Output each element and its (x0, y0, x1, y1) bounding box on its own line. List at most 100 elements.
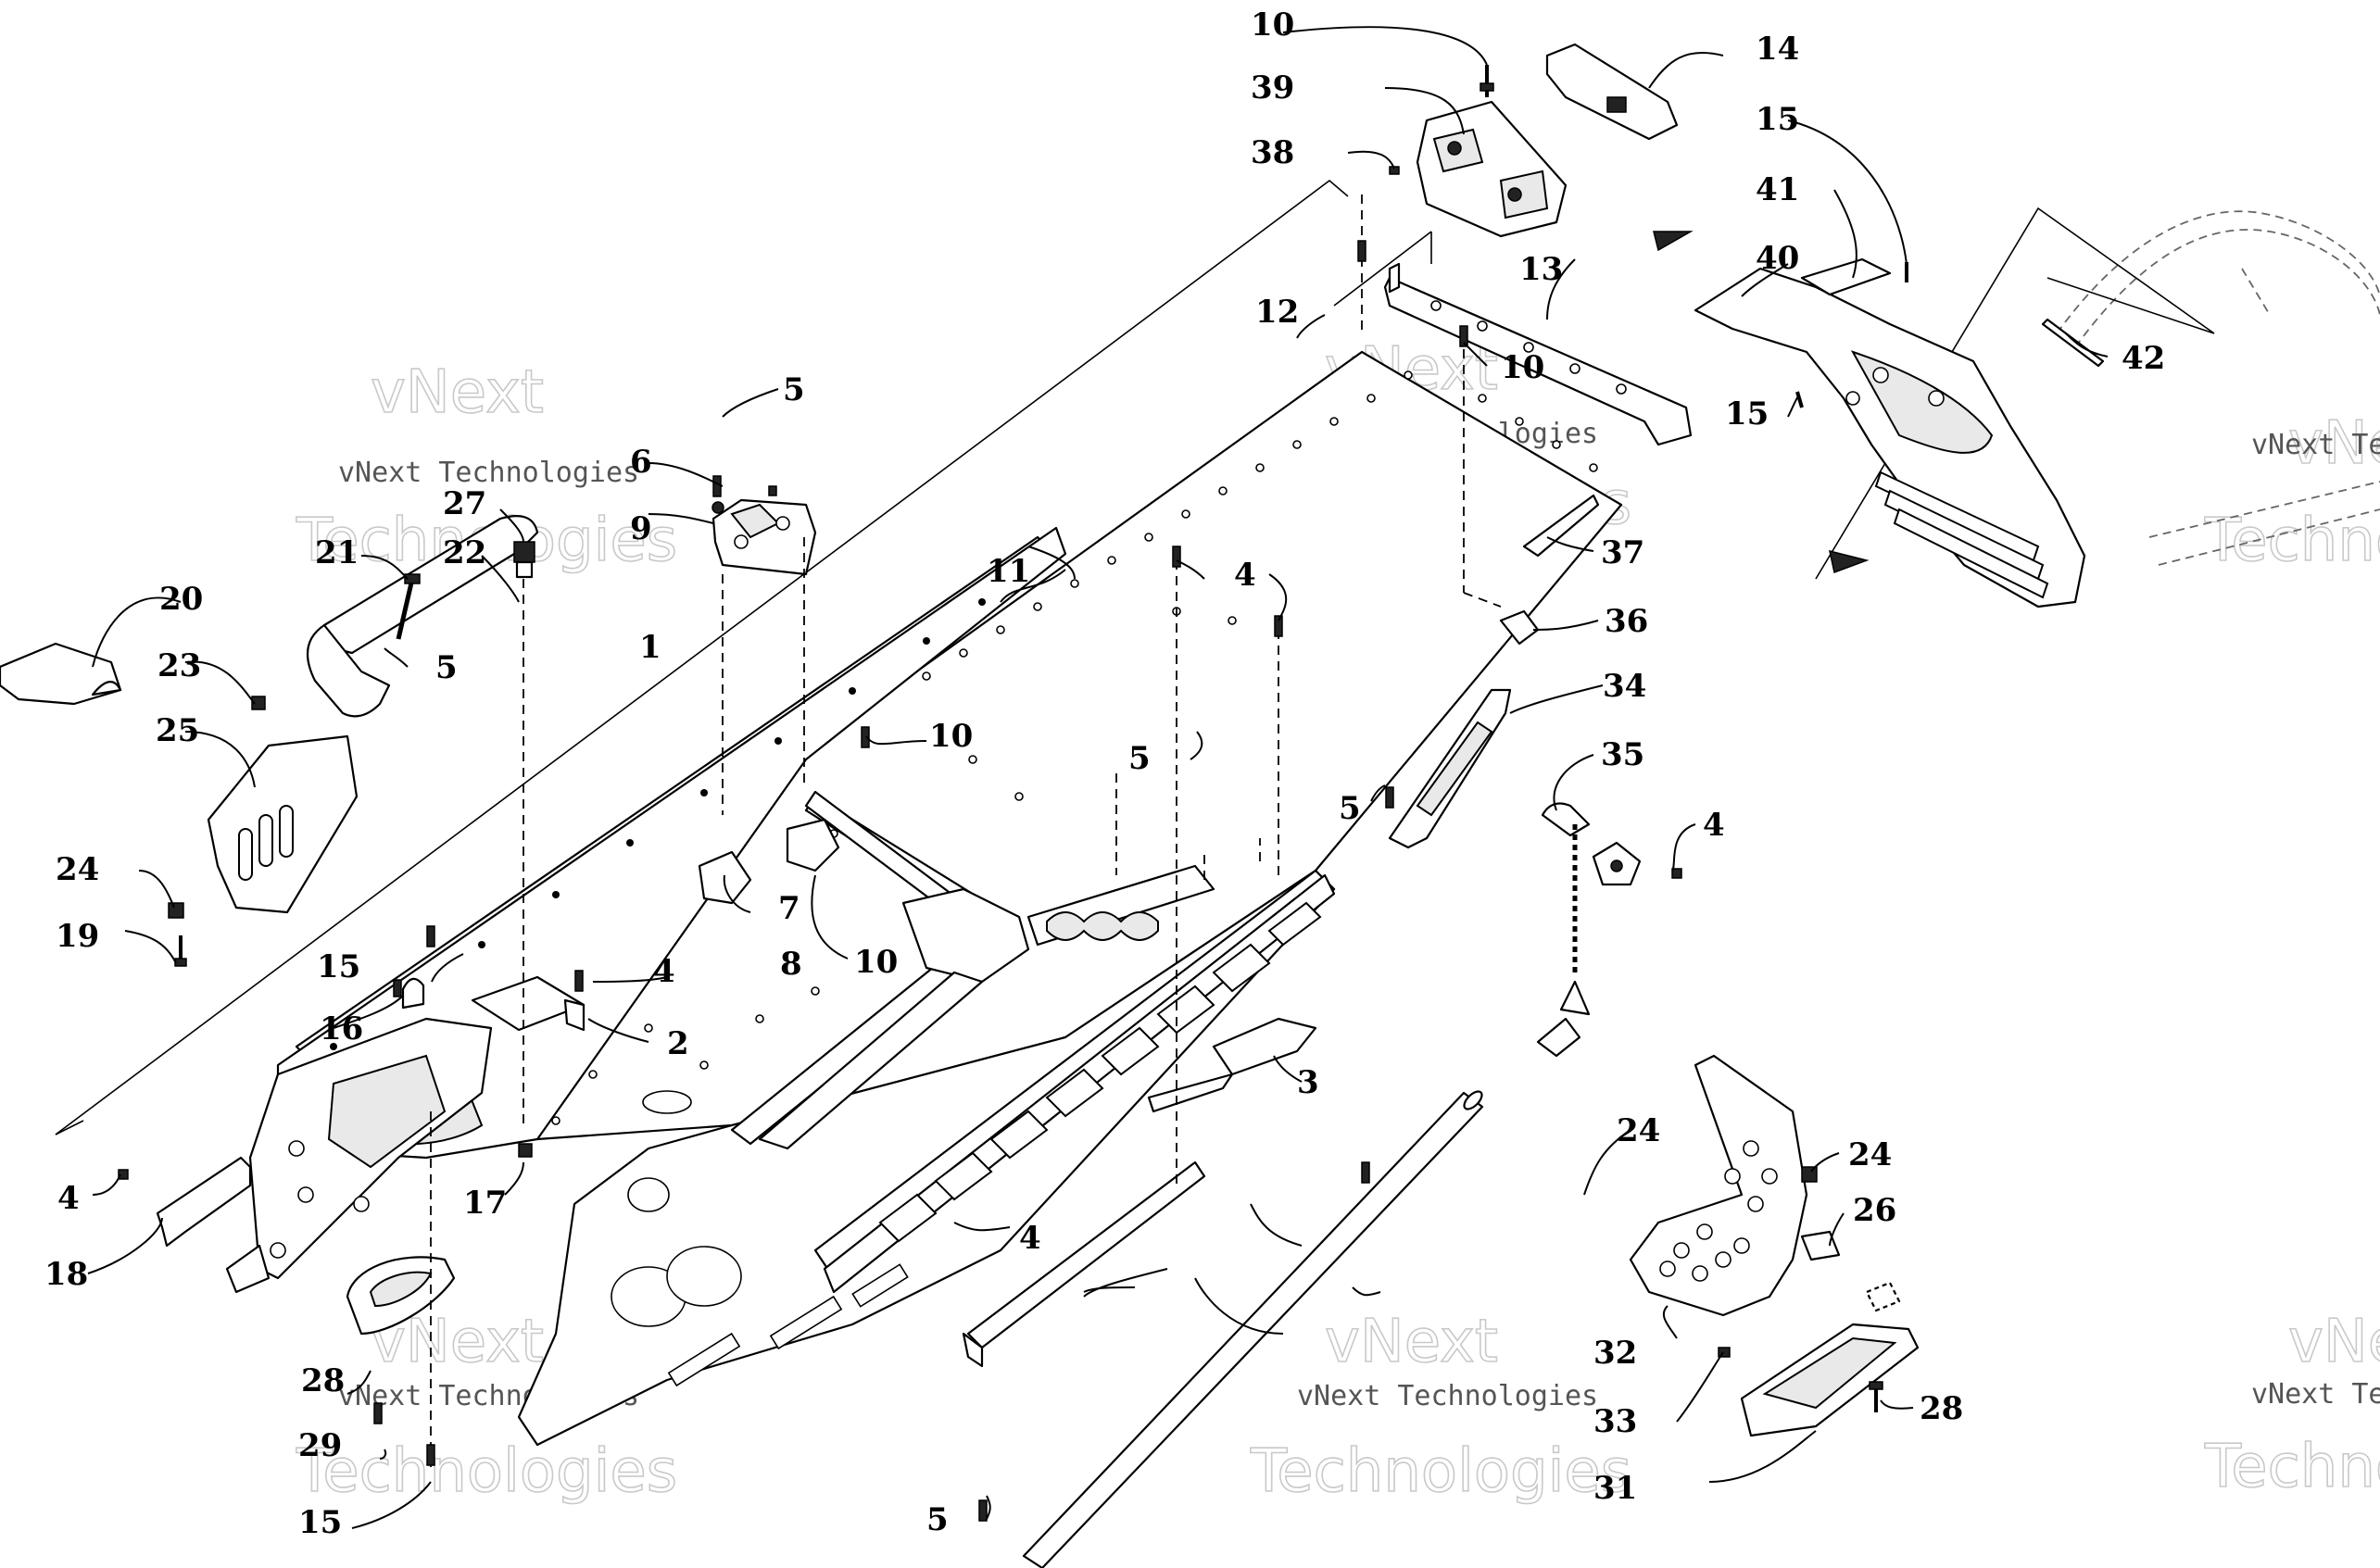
callout-10: 10 (1501, 349, 1544, 386)
screw-icon (426, 1444, 435, 1466)
callout-35: 35 (1601, 736, 1644, 773)
callout-19: 19 (56, 918, 99, 955)
callout-25: 25 (156, 712, 199, 749)
plate-part37 (1522, 494, 1600, 558)
deck-components (471, 790, 1317, 1150)
right-rear-brackets (1388, 494, 1642, 1058)
screw-icon (1385, 786, 1394, 809)
callout-36: 36 (1605, 603, 1648, 640)
watermark-line1: vNext (1325, 1308, 1498, 1376)
callout-20: 22 (443, 534, 486, 571)
callout-18: 18 (44, 1256, 88, 1293)
callout-39: 39 (1251, 69, 1294, 107)
watermark-line1: vNext (2288, 409, 2380, 478)
watermark-line2: Technologies (296, 1437, 677, 1506)
watermark-top-left: vNext vNext Technologies Technologies (295, 358, 678, 576)
bracket-part18 (156, 1156, 252, 1248)
callout-10: 10 (929, 718, 973, 755)
callout-8: 7 (778, 890, 800, 927)
callout-24: 24 (56, 851, 99, 888)
callout-42: 42 (2122, 340, 2165, 377)
plate-part9 (786, 818, 840, 872)
callout-5: 5 (1128, 740, 1151, 777)
callout-23: 21 (315, 534, 359, 571)
callout-14: 14 (1756, 31, 1799, 68)
callout-3: 3 (1297, 1064, 1319, 1101)
callout-13: 13 (1519, 251, 1563, 288)
callout-5: 5 (926, 1501, 949, 1538)
callout-6: 6 (630, 444, 652, 481)
screw-icon (1459, 325, 1468, 347)
callout-21: 27 (443, 485, 486, 522)
tube-part32 (1022, 1091, 1484, 1568)
screw-icon (426, 925, 435, 947)
callout-5: 5 (435, 649, 458, 686)
callout-24: 23 (157, 647, 201, 684)
screw-icon (518, 1143, 533, 1158)
bracket-part7 (711, 485, 817, 576)
rear-top-brackets (1383, 43, 1693, 446)
tunnel-main-body (276, 350, 1623, 1447)
screw-icon (861, 726, 870, 748)
callout-40: 40 (1756, 240, 1799, 277)
callout-4: 4 (1703, 807, 1725, 844)
callout-22: 20 (159, 581, 203, 618)
callout-28: 29 (298, 1427, 342, 1464)
callout-4: 4 (653, 953, 675, 990)
callout-24: 24 (1617, 1112, 1660, 1149)
callout-9: 8 (780, 946, 802, 983)
watermark-top-right: vNext vNext Technologies Technologies (2203, 408, 2380, 576)
callout-2: 2 (667, 1025, 689, 1062)
decal-part41 (1800, 257, 1892, 296)
screw-icon (1357, 240, 1366, 262)
screw-icon (118, 1169, 129, 1180)
callout-17: 17 (463, 1185, 507, 1222)
callout-12: 12 (1255, 294, 1299, 331)
cap-part16 (401, 977, 425, 1010)
watermark-company: vNext Technologies (2251, 1378, 2380, 1411)
callout-24: 24 (1848, 1136, 1892, 1173)
assembly-dash-lines (430, 194, 1502, 1473)
tunnel-assembly-outline (55, 179, 1432, 1135)
screw-icon (1172, 546, 1181, 568)
bracket-part39 (1416, 100, 1568, 238)
strap-part35 (1541, 802, 1591, 837)
callout-labels: 10 39 38 14 15 41 40 42 15 13 12 10 37 3… (44, 6, 2165, 1541)
callout-38: 38 (1251, 134, 1294, 171)
screw-icon (1274, 615, 1283, 637)
callout-15: 15 (298, 1504, 342, 1541)
decal-part42 (2041, 318, 2105, 368)
screw-icon (373, 1402, 383, 1424)
running-board-lattice (823, 873, 1336, 1294)
callout-5: 5 (1339, 790, 1361, 827)
callout-4: 4 (1234, 557, 1256, 594)
callout-41: 41 (1756, 171, 1799, 208)
screw-icon (574, 970, 584, 992)
callout-28: 28 (1920, 1390, 1963, 1427)
callout-10: 10 (854, 944, 898, 981)
watermark-line2: Technologies (1250, 1437, 1631, 1506)
callout-26: 26 (1853, 1192, 1896, 1229)
left-bracket-cluster (0, 515, 539, 967)
callout-15: 15 (1756, 101, 1799, 138)
callout-4: 4 (1019, 1220, 1041, 1257)
rail-rivets (330, 598, 986, 1050)
fasteners (118, 240, 1682, 1522)
callout-31: 33 (1593, 1403, 1637, 1440)
callout-5: 5 (783, 371, 805, 408)
front-left-structure (156, 977, 493, 1336)
nut-part21 (513, 541, 535, 579)
watermark-company: vNext Technologies (1297, 1380, 1598, 1412)
watermark-line1: vNext (371, 358, 544, 427)
bracket-part3 (1212, 1017, 1317, 1076)
watermark-bottom-center: vNext vNext Technologies Technologies (1249, 1307, 1632, 1507)
watermark-company: vNext Technologies (338, 457, 639, 489)
screw-icon (1361, 1161, 1370, 1184)
callout-16: 16 (320, 1010, 363, 1047)
callout-30: 32 (1593, 1335, 1637, 1372)
screw-icon (393, 979, 402, 997)
callout-37: 37 (1601, 534, 1644, 571)
callout-leaders (87, 26, 2109, 1529)
callout-34: 34 (1603, 668, 1646, 705)
watermark-line1: vNext (2288, 1308, 2380, 1376)
